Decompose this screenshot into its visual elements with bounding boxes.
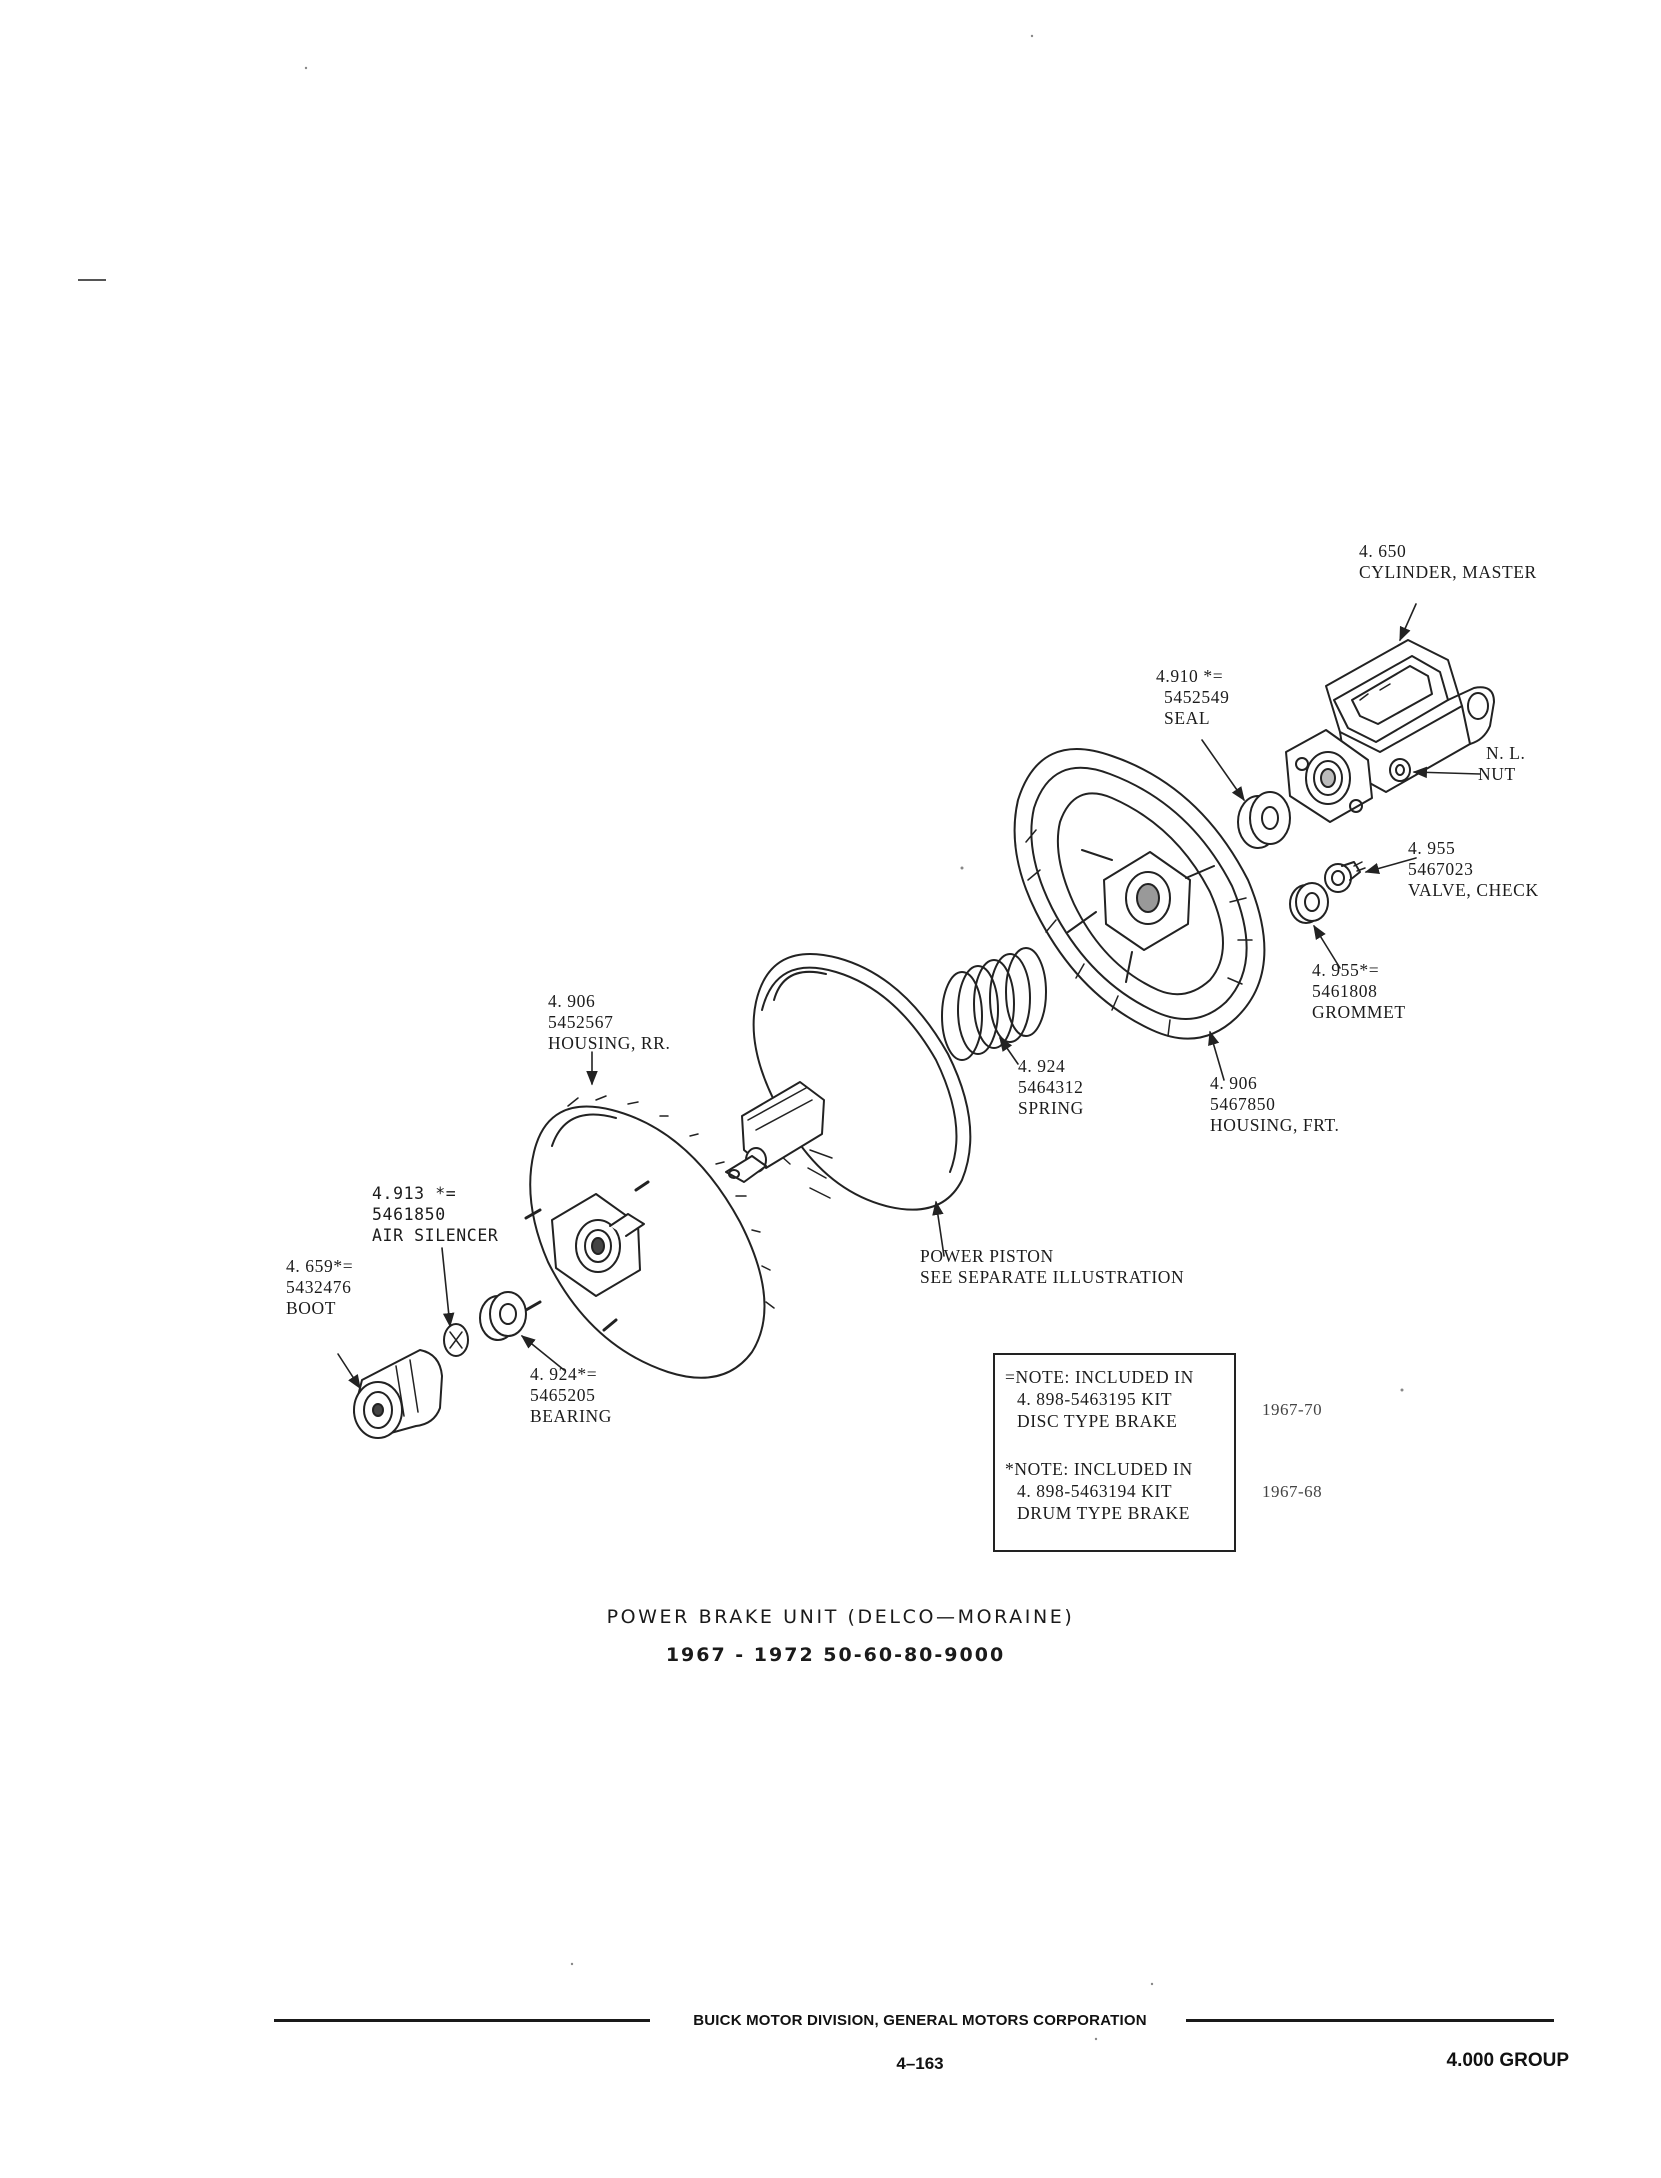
label-check-valve: 4. 955 5467023 VALVE, CHECK <box>1408 838 1539 901</box>
part-number: 4. 924*= <box>530 1364 598 1384</box>
part-number: 4.910 *= <box>1156 666 1224 686</box>
part-number: 4. 955*= <box>1312 960 1380 980</box>
disc-years: 1967-70 <box>1262 1400 1323 1419</box>
scan-specks <box>304 34 1404 2041</box>
bearing <box>479 1291 527 1341</box>
power-piston <box>725 953 972 1211</box>
note-line: DRUM TYPE BRAKE <box>1017 1503 1191 1523</box>
footer-rule-right <box>1186 2019 1554 2022</box>
part-name: BOOT <box>286 1298 337 1318</box>
part-name: GROMMET <box>1312 1002 1406 1022</box>
part-number: 4. 955 <box>1408 838 1456 858</box>
label-grommet: 4. 955*= 5461808 GROMMET <box>1312 960 1406 1023</box>
master-cylinder <box>1285 639 1495 823</box>
note-disc-brake: =NOTE: INCLUDED IN 4. 898-5463195 KIT DI… <box>1005 1366 1194 1432</box>
part-catalog-number: 5452549 <box>1164 687 1230 707</box>
part-catalog-number: 5465205 <box>530 1385 596 1405</box>
part-catalog-number: 5461808 <box>1312 981 1378 1001</box>
note-line: DISC TYPE BRAKE <box>1017 1411 1178 1431</box>
label-air-silencer: 4.913 *= 5461850 AIR SILENCER <box>372 1183 498 1246</box>
part-name: NUT <box>1478 764 1516 784</box>
part-name: HOUSING, FRT. <box>1210 1115 1340 1135</box>
note-line: =NOTE: INCLUDED IN <box>1005 1367 1194 1387</box>
rear-housing <box>524 1095 775 1379</box>
page-number: 4–163 <box>896 2054 944 2073</box>
part-name: AIR SILENCER <box>372 1226 499 1245</box>
label-spring: 4. 924 5464312 SPRING <box>1018 1056 1084 1119</box>
label-housing-rear: 4. 906 5452567 HOUSING, RR. <box>548 991 670 1054</box>
group-number: 4.000 GROUP <box>1446 2050 1570 2071</box>
diagram-subtitle: 1967 - 1972 50-60-80-9000 <box>665 1644 1006 1666</box>
part-catalog-number: 5467850 <box>1210 1094 1276 1114</box>
drum-years: 1967-68 <box>1262 1482 1323 1501</box>
kit-note-box <box>993 1353 1236 1552</box>
note-line: 4. 898-5463195 KIT <box>1017 1389 1173 1409</box>
part-number: 4. 906 <box>548 991 596 1011</box>
note-drum-brake: *NOTE: INCLUDED IN 4. 898-5463194 KIT DR… <box>1005 1458 1193 1524</box>
seal <box>1237 791 1291 849</box>
part-catalog-number: 5464312 <box>1018 1077 1084 1097</box>
part-catalog-number: 5467023 <box>1408 859 1474 879</box>
part-catalog-number: 5432476 <box>286 1277 352 1297</box>
boot <box>353 1349 443 1439</box>
margin-mark <box>78 279 106 281</box>
part-number: 4. 659*= <box>286 1256 354 1276</box>
nut <box>1389 758 1411 782</box>
label-housing-front: 4. 906 5467850 HOUSING, FRT. <box>1210 1073 1339 1136</box>
footer-organization: BUICK MOTOR DIVISION, GENERAL MOTORS COR… <box>693 2012 1147 2029</box>
part-reference: SEE SEPARATE ILLUSTRATION <box>920 1267 1185 1287</box>
part-number: 4. 650 <box>1359 541 1407 561</box>
check-valve <box>1324 861 1366 893</box>
label-power-piston: POWER PISTON SEE SEPARATE ILLUSTRATION <box>920 1246 1184 1288</box>
part-number: 4. 924 <box>1018 1056 1066 1076</box>
note-line: *NOTE: INCLUDED IN <box>1005 1459 1193 1479</box>
part-number: N. L. <box>1486 743 1526 763</box>
part-catalog-number: 5452567 <box>548 1012 614 1032</box>
label-master-cylinder: 4. 650 CYLINDER, MASTER <box>1359 541 1537 583</box>
label-nut: N. L. NUT <box>1478 743 1525 785</box>
part-name: POWER PISTON <box>920 1246 1054 1266</box>
part-number: 4. 906 <box>1210 1073 1258 1093</box>
part-name: SPRING <box>1018 1098 1084 1118</box>
label-seal: 4.910 *= 5452549 SEAL <box>1156 666 1229 729</box>
part-catalog-number: 5461850 <box>372 1205 446 1224</box>
air-silencer <box>443 1323 469 1357</box>
spring <box>941 947 1047 1061</box>
part-name: SEAL <box>1164 708 1211 728</box>
note-line: 4. 898-5463194 KIT <box>1017 1481 1173 1501</box>
front-housing <box>1013 748 1266 1040</box>
part-number: 4.913 *= <box>372 1184 457 1203</box>
footer-rule-left <box>274 2019 650 2022</box>
diagram-title: POWER BRAKE UNIT (DELCO—MORAINE) <box>606 1606 1075 1628</box>
part-name: HOUSING, RR. <box>548 1033 671 1053</box>
part-name: VALVE, CHECK <box>1408 880 1539 900</box>
label-boot: 4. 659*= 5432476 BOOT <box>286 1256 353 1319</box>
leader-arrows <box>337 603 1481 1390</box>
label-bearing: 4. 924*= 5465205 BEARING <box>530 1364 612 1427</box>
part-name: CYLINDER, MASTER <box>1359 562 1537 582</box>
part-name: BEARING <box>530 1406 612 1426</box>
grommet <box>1289 882 1329 924</box>
